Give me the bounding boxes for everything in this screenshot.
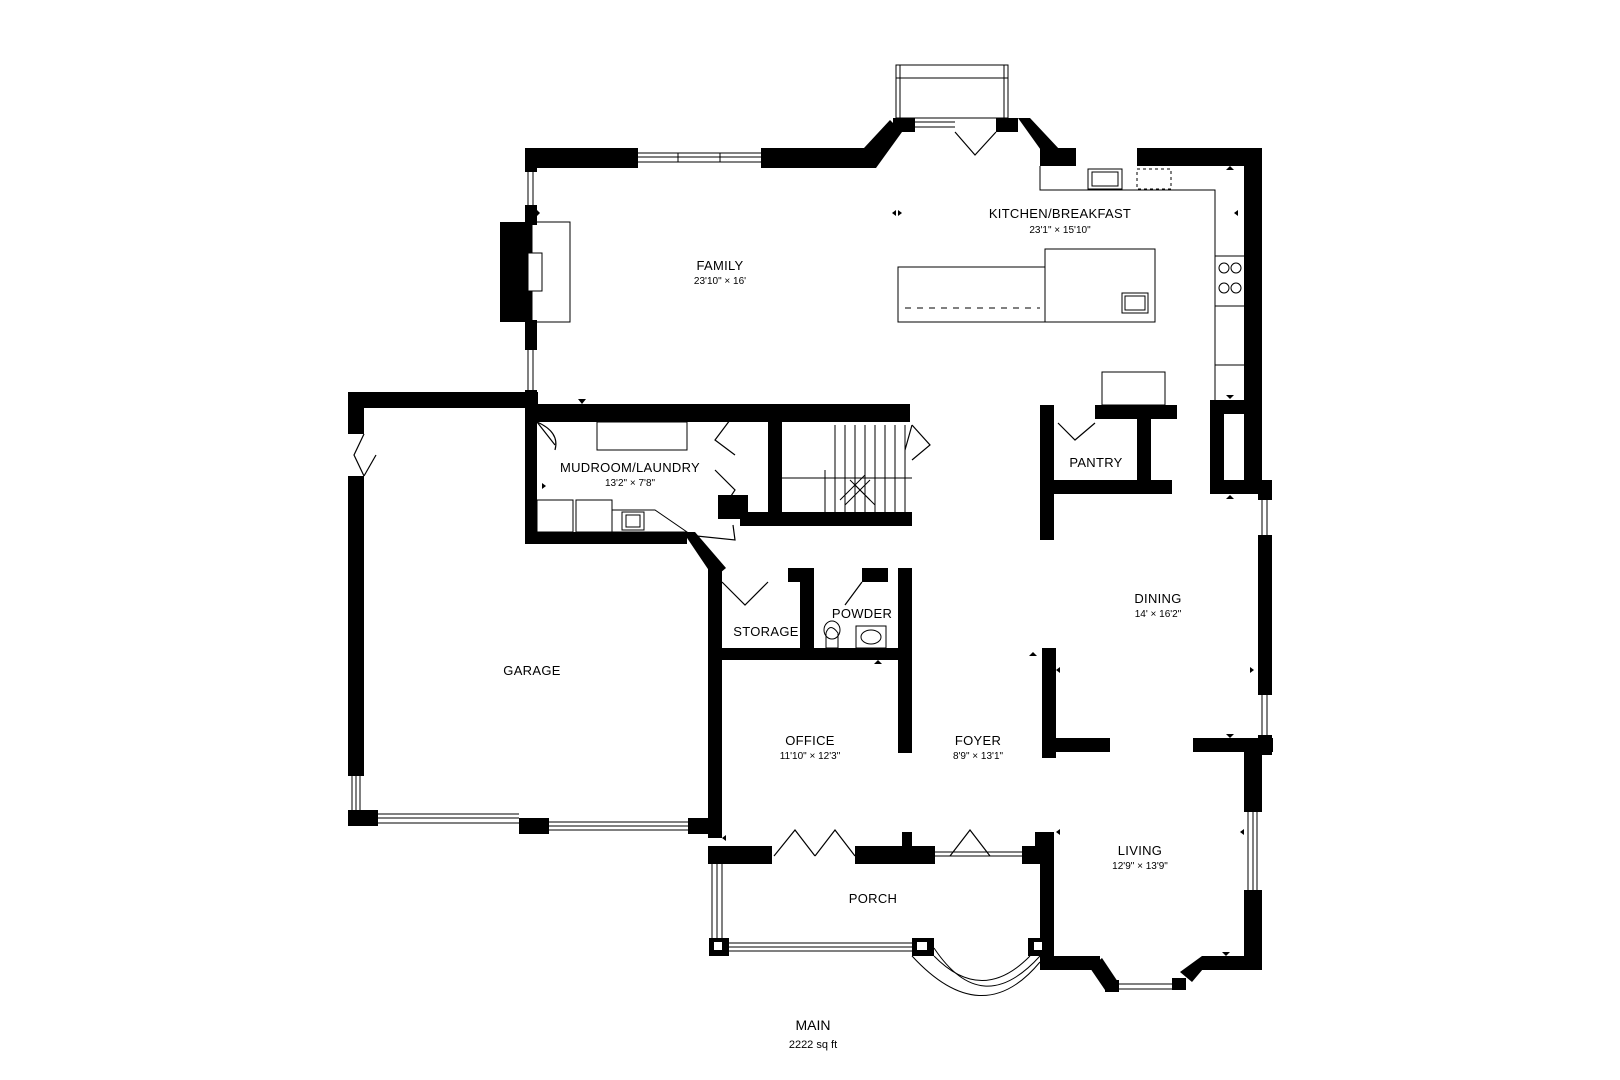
- room-label-foyer: FOYER: [955, 733, 1001, 748]
- walls: [348, 118, 1273, 992]
- room-dims-dining: 14' × 16'2": [1135, 609, 1182, 620]
- room-label-kitchen: KITCHEN/BREAKFAST: [989, 206, 1131, 221]
- room-label-storage: STORAGE: [733, 624, 798, 639]
- floor-label: MAIN: [796, 1017, 831, 1033]
- room-dims-office: 11'10" × 12'3": [780, 751, 841, 762]
- room-label-family: FAMILY: [696, 258, 743, 273]
- floor-area: 2222 sq ft: [789, 1039, 837, 1051]
- room-label-garage: GARAGE: [503, 663, 560, 678]
- room-label-office: OFFICE: [785, 733, 834, 748]
- room-label-living: LIVING: [1118, 843, 1162, 858]
- fixtures: [527, 166, 1246, 649]
- room-dims-kitchen: 23'1" × 15'10": [1029, 225, 1091, 236]
- room-label-pantry: PANTRY: [1069, 455, 1122, 470]
- room-dims-mudroom: 13'2" × 7'8": [605, 478, 656, 489]
- room-dims-foyer: 8'9" × 13'1": [953, 751, 1004, 762]
- markers: [536, 160, 1254, 956]
- windows: [351, 64, 1268, 996]
- room-label-porch: PORCH: [849, 891, 897, 906]
- room-dims-living: 12'9" × 13'9": [1112, 861, 1168, 872]
- room-labels: KITCHEN/BREAKFAST 23'1" × 15'10" FAMILY …: [503, 206, 1181, 1051]
- room-label-dining: DINING: [1134, 591, 1181, 606]
- doors: [353, 131, 1096, 857]
- room-dims-family: 23'10" × 16': [694, 276, 746, 287]
- room-label-powder: POWDER: [832, 606, 892, 621]
- room-label-mudroom: MUDROOM/LAUNDRY: [560, 460, 700, 475]
